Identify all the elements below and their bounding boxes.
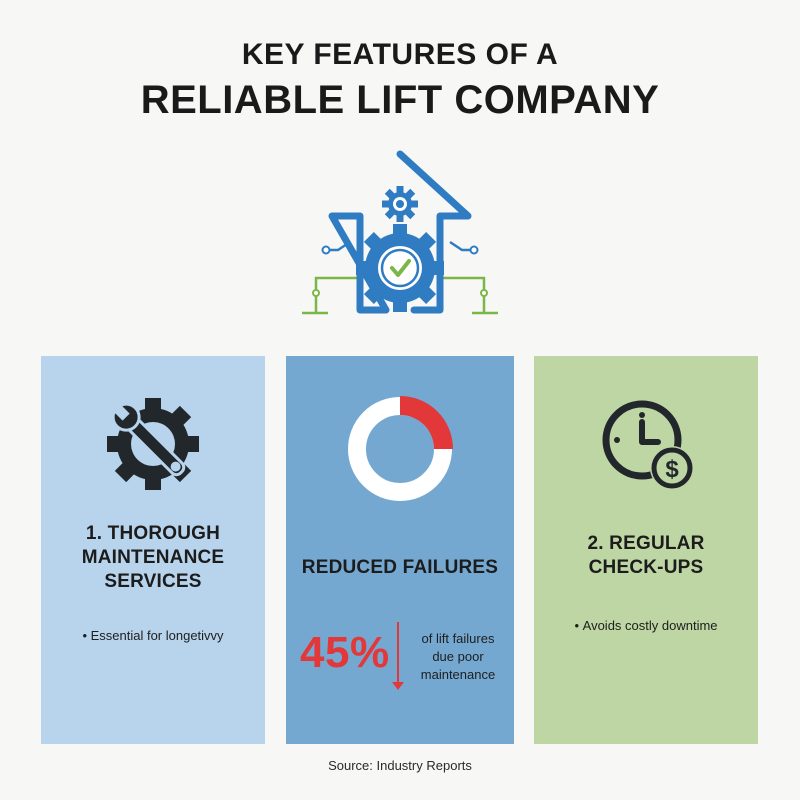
heading-line: CHECK-UPS	[588, 557, 704, 578]
heading-line: 2. REGULAR	[587, 533, 705, 554]
heading-line: 1. THOROUGH	[85, 523, 221, 544]
gear-wrench-icon	[105, 396, 201, 492]
stat-description: of lift failures due poor maintenance	[408, 630, 508, 684]
down-arrow-head	[392, 682, 404, 690]
title-line-1: KEY FEATURES OF A	[241, 38, 559, 71]
feature-card-reduced-failures: REDUCED FAILURES 45% of lift failures du…	[286, 356, 514, 744]
bullet-dot: •	[574, 618, 583, 633]
stat-line: due poor	[432, 649, 484, 664]
title-line-2: RELIABLE LIFT COMPANY	[140, 78, 660, 122]
upward-arrow-gear-check-icon	[298, 148, 502, 324]
stat-value: 45%	[300, 628, 390, 677]
heading-line: MAINTENANCE	[81, 547, 225, 568]
stat-line: maintenance	[420, 667, 496, 682]
donut-highlight-slice	[400, 396, 453, 449]
feature-card-check-ups: $ 2. REGULAR CHECK-UPS • Avoids costly d…	[534, 356, 758, 744]
feature-card-maintenance: 1. THOROUGH MAINTENANCE SERVICES • Essen…	[41, 356, 265, 744]
bullet-text: Essential for longetivvy	[90, 628, 224, 643]
stat-line: of lift failures	[421, 631, 495, 646]
card-heading: REDUCED FAILURES	[301, 557, 499, 578]
bullet-item: • Essential for longetivvy	[41, 628, 265, 643]
source-note: Source: Industry Reports	[328, 758, 472, 773]
bullet-item: • Avoids costly downtime	[534, 618, 758, 633]
donut-chart-icon	[345, 394, 455, 504]
down-arrow-icon	[397, 622, 399, 684]
bullet-text: Avoids costly downtime	[582, 618, 718, 633]
bullet-dot: •	[82, 628, 91, 643]
card-heading: 1. THOROUGH MAINTENANCE SERVICES	[41, 522, 265, 594]
card-heading: 2. REGULAR CHECK-UPS	[534, 532, 758, 580]
clock-dollar-icon: $	[598, 400, 702, 496]
svg-text:$: $	[665, 456, 679, 483]
heading-line: SERVICES	[104, 571, 202, 592]
